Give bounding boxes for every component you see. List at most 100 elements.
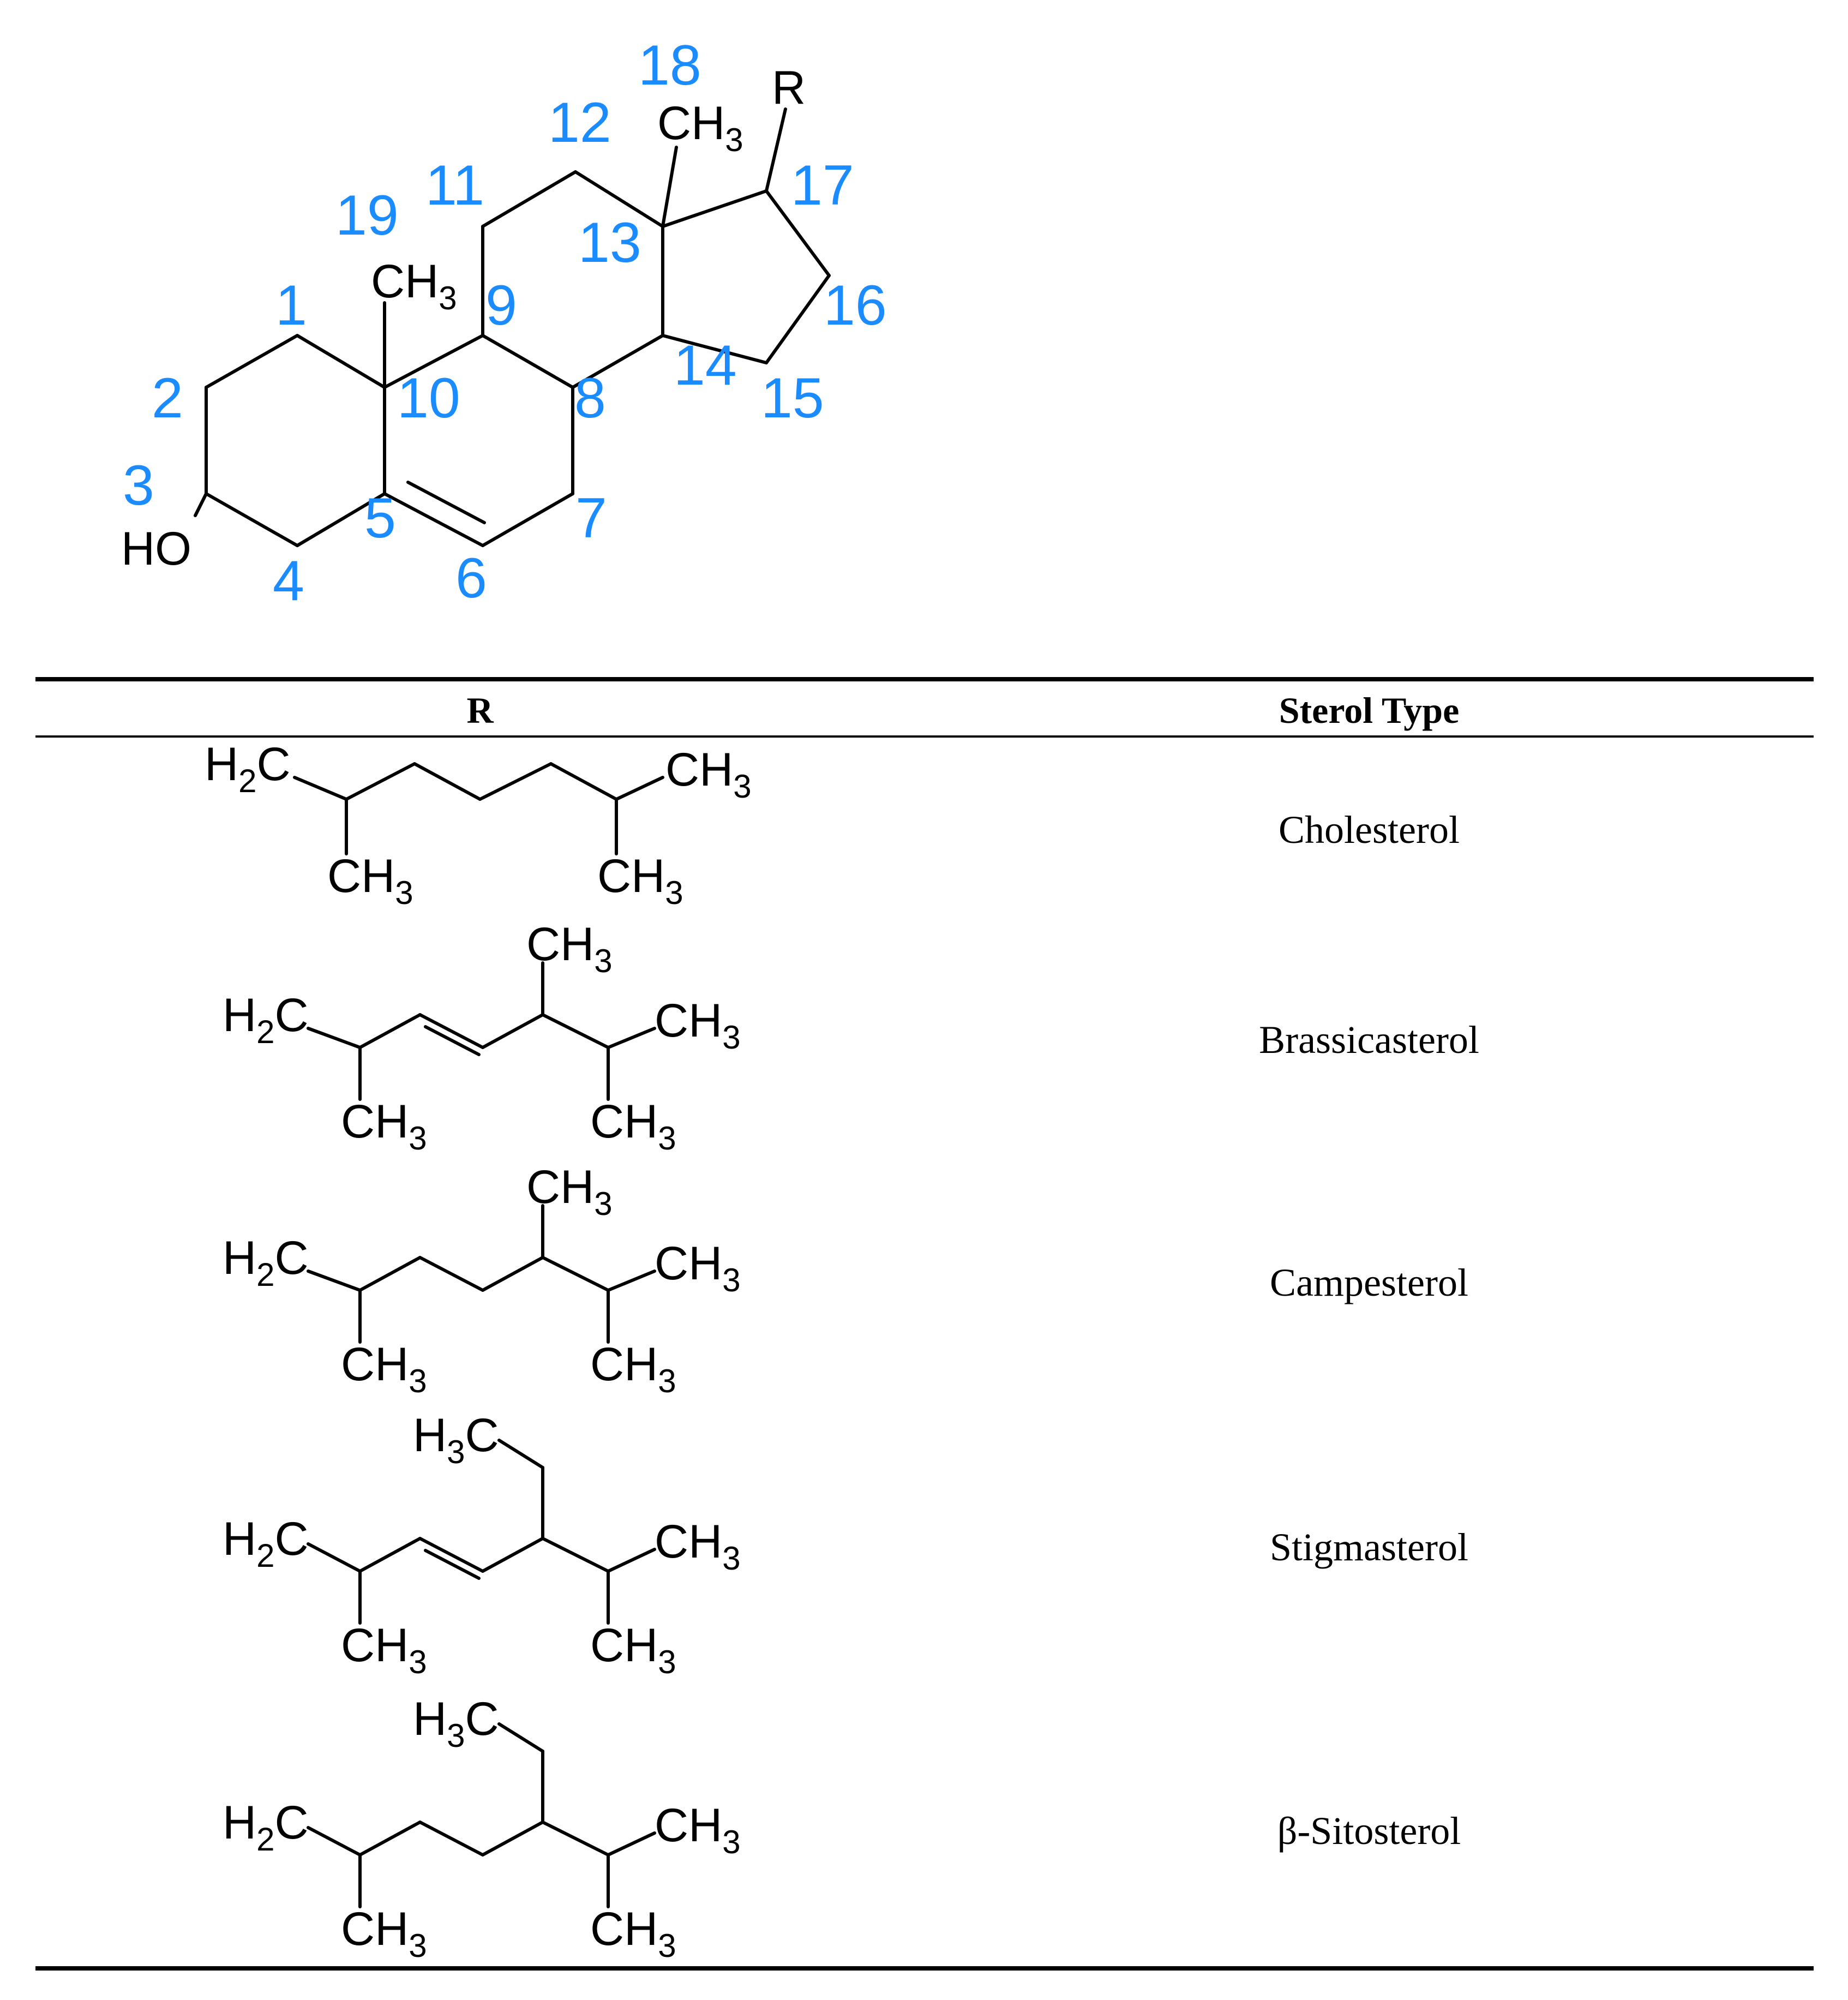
double-bond-inner xyxy=(424,1025,481,1056)
bond xyxy=(661,189,768,228)
bond xyxy=(478,762,553,801)
h2c-label: H2C xyxy=(223,1513,309,1574)
ch3-label: CH3 xyxy=(341,1095,427,1157)
methyl-18-label: CH3 xyxy=(657,97,743,158)
bond xyxy=(607,1548,656,1573)
bond xyxy=(571,334,664,389)
bond xyxy=(345,762,416,801)
ch3-label: CH3 xyxy=(327,850,413,911)
bond xyxy=(296,492,386,547)
sterol-name: Campesterol xyxy=(1270,1261,1468,1304)
bond xyxy=(481,1821,544,1857)
table-row: H2C CH3 CH3 CH3 CH3 Campesterol xyxy=(223,1161,1468,1399)
sterol-name: β-Sitosterol xyxy=(1277,1809,1461,1853)
hydroxyl-label: HO xyxy=(121,523,191,575)
double-bond-inner xyxy=(424,1549,481,1580)
bond xyxy=(765,107,787,193)
ch3-label: CH3 xyxy=(655,995,741,1056)
position-number: 3 xyxy=(123,454,154,517)
position-number: 13 xyxy=(578,211,641,274)
bond xyxy=(541,1013,610,1049)
bond xyxy=(541,1537,610,1573)
position-number: 17 xyxy=(791,154,854,217)
bond xyxy=(418,1013,484,1049)
bond xyxy=(549,762,618,801)
bond xyxy=(765,274,831,364)
bond xyxy=(661,146,678,228)
bond xyxy=(205,492,299,547)
position-numbers: 1 2 3 4 5 6 7 8 9 10 11 12 13 14 15 16 1… xyxy=(123,34,887,613)
bond xyxy=(661,334,768,364)
position-number: 9 xyxy=(485,274,517,337)
sterol-name: Brassicasterol xyxy=(1259,1018,1479,1062)
bond xyxy=(358,1537,422,1573)
table-row: H2C CH3 CH3 CH3 Cholesterol xyxy=(205,738,1460,911)
ch3-label: CH3 xyxy=(597,850,683,911)
bond xyxy=(481,170,577,228)
position-number: 12 xyxy=(548,91,611,154)
sterol-name: Stigmasterol xyxy=(1270,1525,1468,1569)
h2c-label: H2C xyxy=(223,1797,309,1858)
header-r: R xyxy=(466,690,494,731)
ch3-label: CH3 xyxy=(341,1338,427,1399)
bond xyxy=(383,334,484,389)
bond xyxy=(497,1439,544,1469)
position-number: 2 xyxy=(152,367,183,430)
bond xyxy=(607,1270,656,1292)
table-row: H3C H2C CH3 CH3 CH3 β-Sitosterol xyxy=(223,1693,1461,1964)
bond xyxy=(413,762,482,801)
bond xyxy=(307,1826,362,1857)
bond xyxy=(194,492,208,517)
ch3-label: CH3 xyxy=(341,1619,427,1680)
position-number: 7 xyxy=(575,487,607,550)
double-bond-inner xyxy=(406,481,486,524)
ch3-label: CH3 xyxy=(655,1799,741,1860)
bond xyxy=(765,189,831,277)
bond xyxy=(481,1256,544,1292)
bond xyxy=(307,1027,362,1049)
bond xyxy=(481,492,574,547)
bond xyxy=(296,334,386,389)
bond xyxy=(307,1270,362,1292)
position-number: 18 xyxy=(638,34,701,97)
table-row: H3C H2C CH3 CH3 CH3 Stigmasterol xyxy=(223,1409,1468,1680)
bond xyxy=(358,1256,422,1292)
position-number: 1 xyxy=(275,274,307,337)
bond xyxy=(418,1537,484,1573)
ch3-label: CH3 xyxy=(341,1903,427,1964)
methyl-19-label: CH3 xyxy=(371,255,457,316)
ch3-label: CH3 xyxy=(590,1095,676,1157)
position-number: 8 xyxy=(574,367,606,430)
r-group-label: R xyxy=(772,62,806,114)
bond xyxy=(481,1013,544,1049)
bond xyxy=(615,776,664,801)
position-number: 16 xyxy=(824,274,887,337)
bond xyxy=(418,1821,484,1857)
position-number: 19 xyxy=(335,184,399,247)
h3c-label: H3C xyxy=(413,1693,499,1754)
bond xyxy=(205,334,299,389)
position-number: 15 xyxy=(761,367,824,430)
bond xyxy=(481,334,574,389)
ch3-label: CH3 xyxy=(655,1516,741,1577)
ch3-label: CH3 xyxy=(526,1161,613,1222)
position-number: 4 xyxy=(273,549,304,613)
header-sterol-type: Sterol Type xyxy=(1279,690,1460,731)
position-number: 10 xyxy=(397,367,460,430)
bond xyxy=(541,1256,610,1292)
h2c-label: H2C xyxy=(223,989,309,1050)
ch3-label: CH3 xyxy=(590,1903,676,1964)
bond xyxy=(607,1027,656,1049)
ch3-label: CH3 xyxy=(655,1237,741,1298)
h2c-label: H2C xyxy=(223,1232,309,1293)
position-number: 14 xyxy=(674,334,737,397)
ch3-label: CH3 xyxy=(665,744,752,805)
ch3-label: CH3 xyxy=(590,1619,676,1680)
bond xyxy=(418,1256,484,1292)
ch3-label: CH3 xyxy=(590,1338,676,1399)
position-number: 5 xyxy=(364,487,396,550)
h2c-label: H2C xyxy=(205,738,291,799)
table-row: H2C CH3 CH3 CH3 CH3 Brassicasterol xyxy=(223,918,1479,1157)
